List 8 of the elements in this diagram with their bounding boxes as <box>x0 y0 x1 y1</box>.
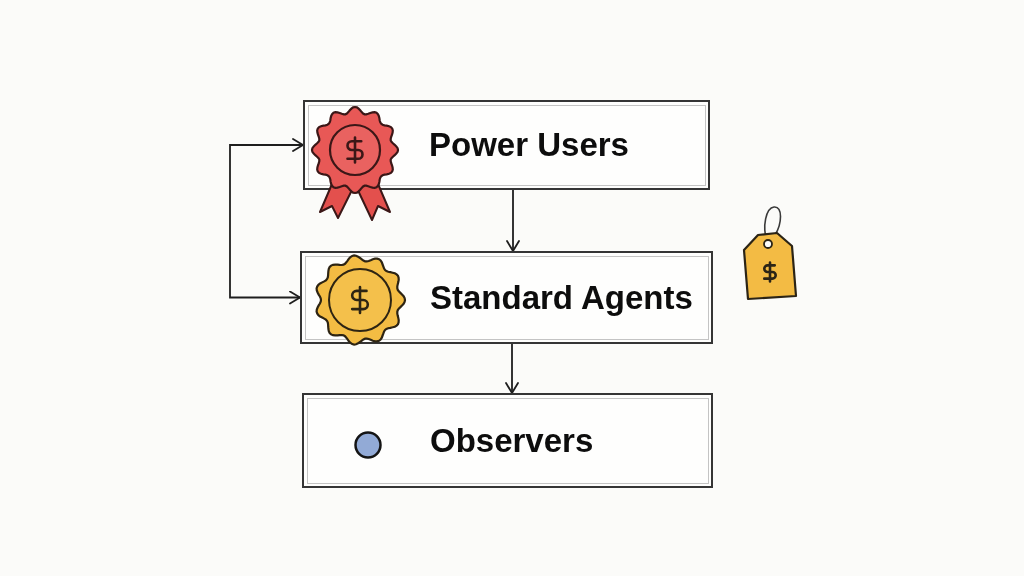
tier-box <box>302 393 713 488</box>
tier-label: Observers <box>430 421 594 460</box>
arrow <box>505 343 519 394</box>
tier-label: Standard Agents <box>430 278 693 317</box>
arrow <box>506 189 520 252</box>
arrow <box>229 138 304 305</box>
tier-box <box>300 251 713 344</box>
tier-label: Power Users <box>429 126 629 164</box>
